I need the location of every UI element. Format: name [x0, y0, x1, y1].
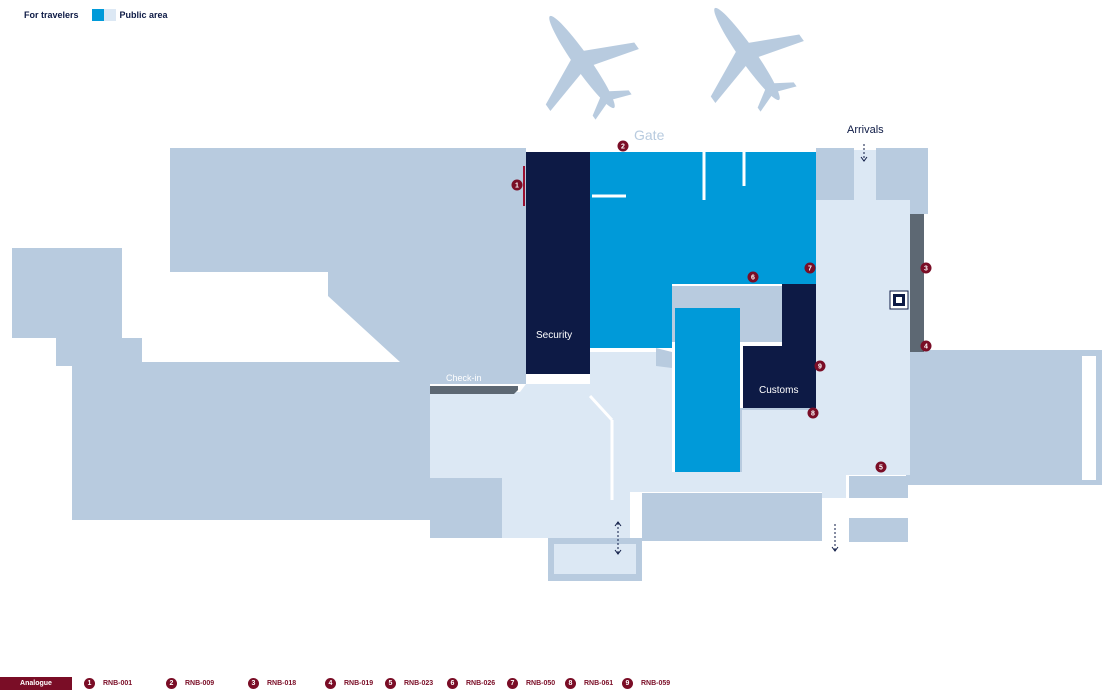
arrivals-block-lower: [910, 200, 928, 214]
arrow-icon: [614, 521, 622, 555]
arrivals-wall: [910, 214, 924, 352]
gate-label: Gate: [634, 127, 665, 143]
marker-dot: 5: [385, 678, 396, 689]
map-marker-9[interactable]: 9: [814, 360, 826, 372]
southeast-block-lower: [849, 518, 908, 542]
legend-public-area-label: Public area: [119, 10, 168, 20]
marker-dot: 7: [507, 678, 518, 689]
marker-legend: Analogue 1 RNB-001 2 RNB-009 3 RNB-018 4 RNB…: [0, 677, 1102, 690]
map-marker-number: 9: [818, 364, 822, 371]
check-in-counter: [430, 386, 518, 394]
marker-code: RNB-061: [584, 680, 614, 687]
map-marker-number: 3: [924, 266, 928, 273]
arrivals-corridor: [854, 150, 876, 202]
legend-item-9: 9 RNB-059: [622, 677, 670, 690]
map-marker-7[interactable]: 7: [804, 262, 816, 274]
map-marker-number: 8: [811, 411, 815, 418]
marker-code: RNB-026: [466, 680, 496, 687]
legend-item-1: 1 RNB-001: [84, 677, 132, 690]
marker-dot: 4: [325, 678, 336, 689]
map-marker-number: 5: [879, 465, 883, 472]
interior-walls: [588, 148, 816, 500]
marker-dot: 6: [447, 678, 458, 689]
legend-item-8: 8 RNB-061: [565, 677, 613, 690]
restricted-areas: [526, 152, 816, 408]
marker-dot: 2: [166, 678, 177, 689]
marker-code: RNB-019: [344, 680, 374, 687]
map-marker-number: 4: [924, 344, 928, 351]
marker-dot: 1: [84, 678, 95, 689]
map-marker-5[interactable]: 5: [875, 461, 887, 473]
check-in-label: Check-in: [446, 373, 482, 383]
terminal-floor-plan: Gate Arrivals Security Customs Check-in …: [12, 7, 1102, 581]
map-marker-number: 1: [515, 183, 519, 190]
southeast-block-upper: [849, 476, 908, 498]
marker-code: RNB-018: [267, 680, 297, 687]
arrow-icon: [860, 144, 868, 162]
airplane-icon: [545, 15, 639, 120]
map-marker-6[interactable]: 6: [747, 271, 759, 283]
legend-item-2: 2 RNB-009: [166, 677, 214, 690]
legend-item-4: 4 RNB-019: [325, 677, 373, 690]
marker-dot: 9: [622, 678, 633, 689]
security-label: Security: [536, 330, 572, 341]
map-marker-8[interactable]: 8: [807, 407, 819, 419]
marker-dot: 8: [565, 678, 576, 689]
marker-code: RNB-059: [641, 680, 671, 687]
map-legend: For travelers Public area: [24, 8, 168, 22]
stairs-landing: [554, 544, 636, 574]
map-marker-3[interactable]: 3: [920, 262, 932, 274]
public-area: [430, 150, 910, 574]
lounge-step: [656, 348, 672, 368]
legend-public-swatch: [103, 9, 116, 21]
security-zone: [526, 152, 590, 374]
arrivals-block: [876, 148, 928, 200]
public-hall: [430, 200, 910, 538]
west-wing: [170, 148, 526, 520]
map-marker-4[interactable]: 4: [920, 340, 932, 352]
marker-code: RNB-050: [526, 680, 556, 687]
map-marker-number: 6: [751, 275, 755, 282]
southwest-block: [430, 478, 502, 538]
marker-code: RNB-009: [185, 680, 215, 687]
legend-travelers-swatch: [91, 9, 104, 21]
customs-zone: [743, 284, 816, 408]
marker-code: RNB-023: [404, 680, 434, 687]
departure-lounge: [590, 152, 816, 348]
west-concourse: [12, 248, 400, 520]
arrow-icon: [831, 524, 839, 552]
analogue-tag: Analogue: [0, 677, 72, 690]
baggage-claim-belt: [675, 308, 740, 472]
legend-for-travelers-label: For travelers: [24, 10, 79, 20]
marker-code: RNB-001: [103, 680, 133, 687]
legend-item-7: 7 RNB-050: [507, 677, 555, 690]
legend-item-6: 6 RNB-026: [447, 677, 495, 690]
customs-label: Customs: [759, 385, 798, 396]
map-marker-number: 7: [808, 266, 812, 273]
arrivals-label: Arrivals: [847, 124, 884, 136]
legend-item-5: 5 RNB-023: [385, 677, 433, 690]
marker-dot: 3: [248, 678, 259, 689]
east-wing-window: [1082, 356, 1096, 480]
map-marker-1[interactable]: 1: [511, 179, 523, 191]
map-marker-number: 2: [621, 144, 625, 151]
map-marker-2[interactable]: 2: [617, 140, 629, 152]
east-wing: [906, 350, 1102, 485]
legend-item-3: 3 RNB-018: [248, 677, 296, 690]
airplane-icon: [710, 7, 804, 112]
south-block: [642, 493, 822, 541]
map-markers: 1 2 3 4 5 6 7 8 9: [511, 140, 932, 473]
gate-block: [816, 148, 854, 200]
luggage-icon: [889, 290, 909, 310]
terminal-building: [12, 148, 1102, 581]
